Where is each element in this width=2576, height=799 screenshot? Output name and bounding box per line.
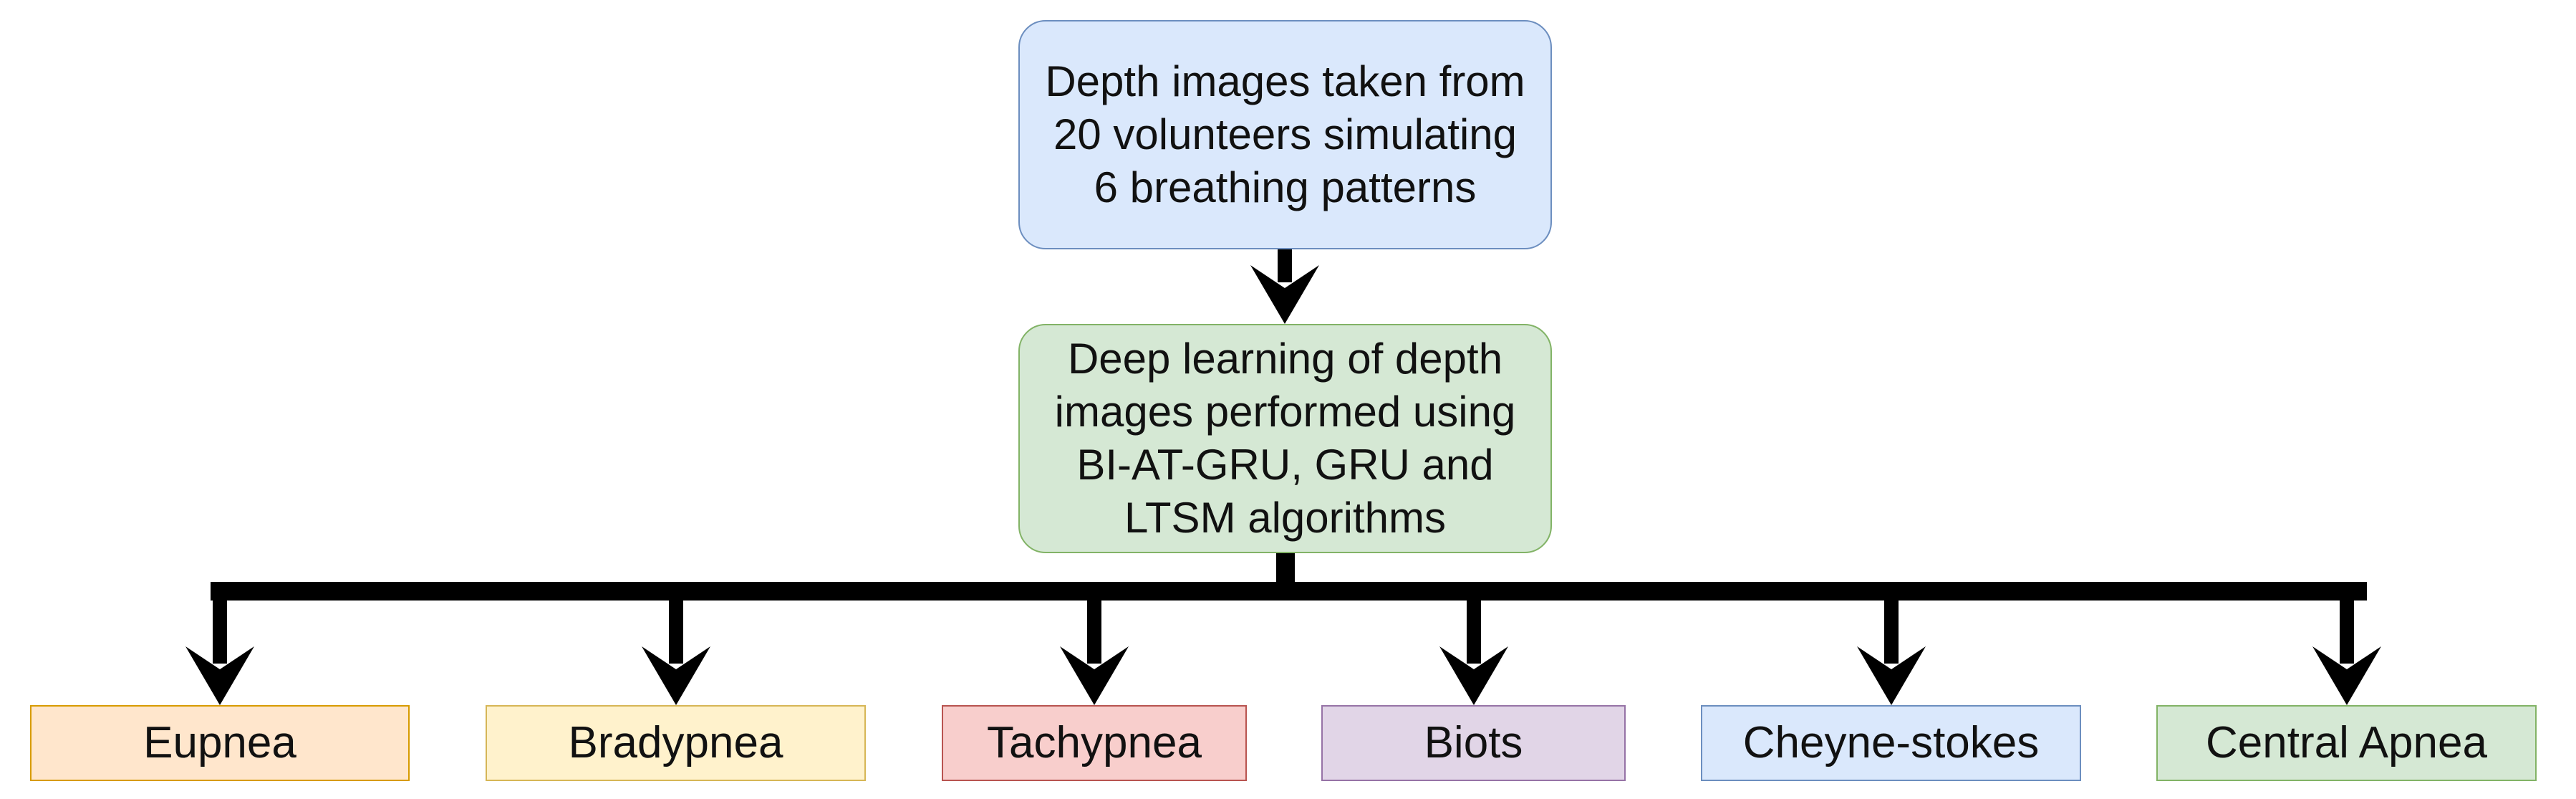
model-line-1: Deep learning of depth — [1067, 335, 1503, 383]
input-line-3: 6 breathing patterns — [1094, 163, 1477, 211]
arrow-to-category-5-head — [1857, 646, 1926, 705]
category-label-central-apnea: Central Apnea — [2206, 718, 2487, 767]
input-line-2: 20 volunteers simulating — [1053, 110, 1518, 158]
arrow-to-category-4-shaft — [1467, 586, 1481, 664]
category-label-tachypnea: Tachypnea — [987, 718, 1202, 767]
bus-line — [211, 582, 2367, 601]
category-label-biots: Biots — [1424, 718, 1523, 767]
category-eupnea: Eupnea — [30, 705, 410, 781]
arrow-to-category-2-shaft — [669, 586, 683, 664]
input-line-1: Depth images taken from — [1045, 57, 1525, 105]
arrow-to-category-1-head — [185, 646, 254, 705]
category-label-bradypnea: Bradypnea — [568, 718, 783, 767]
arrow-to-category-5-shaft — [1884, 586, 1899, 664]
arrow-input-to-model-shaft — [1278, 249, 1292, 282]
category-label-eupnea: Eupnea — [143, 718, 296, 767]
model-line-2: images performed using — [1054, 388, 1516, 436]
arrow-to-category-1-shaft — [213, 586, 227, 664]
arrow-to-category-4-head — [1439, 646, 1508, 705]
category-biots: Biots — [1321, 705, 1626, 781]
category-bradypnea: Bradypnea — [486, 705, 866, 781]
category-label-cheyne-stokes: Cheyne-stokes — [1742, 718, 2040, 767]
model-line-4: LTSM algorithms — [1124, 494, 1446, 542]
arrow-to-category-3-head — [1060, 646, 1129, 705]
arrow-to-category-6-head — [2312, 646, 2381, 705]
category-central-apnea: Central Apnea — [2156, 705, 2537, 781]
input-data-box: Depth images taken from 20 volunteers si… — [1018, 20, 1552, 249]
model-line-3: BI-AT-GRU, GRU and — [1076, 441, 1494, 489]
deep-learning-box: Deep learning of depth images performed … — [1018, 324, 1552, 553]
arrow-to-category-6-shaft — [2340, 586, 2354, 664]
arrow-to-category-3-shaft — [1087, 586, 1101, 664]
arrow-input-to-model-head — [1250, 265, 1319, 324]
arrow-to-category-2-head — [642, 646, 710, 705]
category-cheyne-stokes: Cheyne-stokes — [1701, 705, 2081, 781]
category-tachypnea: Tachypnea — [942, 705, 1247, 781]
